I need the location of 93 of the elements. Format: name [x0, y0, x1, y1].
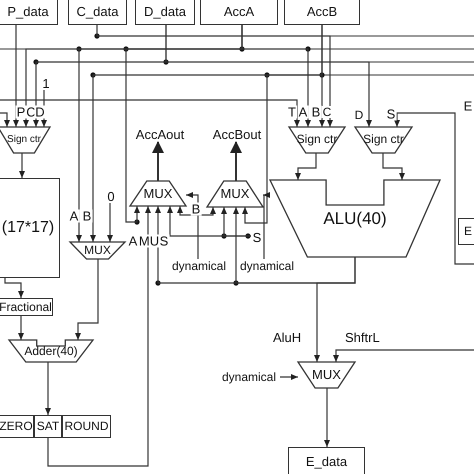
block-label: E_data [306, 455, 348, 469]
block-label: Sign ctr [296, 132, 338, 146]
arrow [107, 203, 113, 242]
block-label: AccA [224, 4, 254, 18]
signal-label: 0 [104, 189, 118, 203]
signal-label: S [158, 234, 170, 248]
signal-label: 1 [39, 76, 53, 90]
block-label: SAT [36, 420, 60, 433]
multiplier-box [0, 178, 60, 278]
arrow [47, 206, 151, 467]
block-label: E [464, 225, 472, 238]
mux-block [130, 181, 186, 206]
signal-label: MU [138, 234, 160, 248]
data-box [0, 0, 58, 25]
arrow [280, 374, 298, 380]
arrow [221, 207, 251, 237]
arrow [262, 192, 270, 259]
mode-box [0, 415, 34, 438]
mux-block [70, 242, 125, 259]
signal-label: A [298, 106, 308, 118]
block-label: P_data [7, 4, 49, 18]
arrow [41, 90, 47, 127]
arrow [19, 153, 25, 178]
arrow [295, 153, 317, 180]
alu-block [270, 180, 440, 257]
mux-block [298, 362, 355, 388]
mode-box [62, 415, 111, 438]
signal-label: dynamical [170, 259, 228, 273]
signal-label: AccBout [209, 126, 265, 142]
register-box [458, 218, 474, 245]
signal-label: S [386, 108, 396, 120]
arrow [242, 25, 323, 224]
block-label: D_data [144, 4, 186, 18]
arrow [394, 112, 474, 265]
block-label: Fractional [0, 300, 52, 314]
mux-block [207, 181, 263, 207]
sign-control-block [0, 127, 50, 153]
sign-control-block [355, 127, 412, 153]
block-label: ROUND [64, 420, 108, 433]
signal-label: B [190, 202, 202, 216]
arrow [165, 25, 372, 127]
data-box [135, 0, 195, 25]
arrow [230, 141, 242, 181]
arrow [75, 259, 99, 340]
block-label: MUX [84, 244, 111, 257]
arrow [4, 278, 24, 298]
arrow [13, 25, 19, 127]
register-box [200, 0, 278, 25]
register-box [284, 0, 360, 25]
block-label: MUX [144, 186, 172, 200]
arrow [233, 207, 356, 284]
signal-label: B [310, 106, 322, 118]
block-label: MUX [312, 368, 341, 382]
edge-label: ShftrL [344, 330, 381, 345]
data-box [68, 0, 127, 25]
signal-label: D [34, 106, 46, 118]
block-label: ALU(40) [323, 210, 387, 228]
signal-label: S [251, 230, 263, 244]
block-label: AccB [306, 4, 338, 18]
signal-label: D [354, 109, 364, 121]
signal-label: T [287, 106, 297, 118]
signal-label: E [462, 100, 474, 112]
arrow [324, 388, 330, 447]
block-label: C_data [76, 4, 118, 18]
signal-label: dynamical [218, 370, 280, 384]
arrow [96, 25, 333, 127]
signal-label: C [322, 106, 332, 118]
edge-label: AluH [272, 330, 302, 345]
signal-label: AccAout [132, 126, 188, 142]
block-label: (17*17) [2, 220, 54, 236]
arrow [152, 141, 164, 181]
signal-label: dynamical [238, 259, 296, 273]
data-box [288, 447, 365, 474]
signal-label: B [82, 210, 92, 222]
block-label: Adder(40) [24, 344, 78, 358]
arrow [18, 316, 24, 340]
sign-control-block [289, 127, 345, 153]
arrow [125, 25, 243, 223]
arrow [0, 99, 300, 127]
block-label: Sign ctr [7, 134, 41, 146]
mode-box [34, 415, 62, 438]
block-label: Sign ctr [362, 132, 405, 146]
adder-block [9, 340, 93, 362]
arrow [45, 362, 51, 415]
arrow [0, 112, 10, 127]
signal-label: P [16, 106, 26, 118]
arrow [382, 153, 405, 180]
arrow [177, 206, 216, 216]
signal-label: A [68, 210, 80, 222]
arrow [333, 349, 474, 362]
block-label: ZERO [0, 420, 33, 433]
signal-label: A [128, 234, 138, 248]
block-label: MUX [220, 187, 250, 201]
